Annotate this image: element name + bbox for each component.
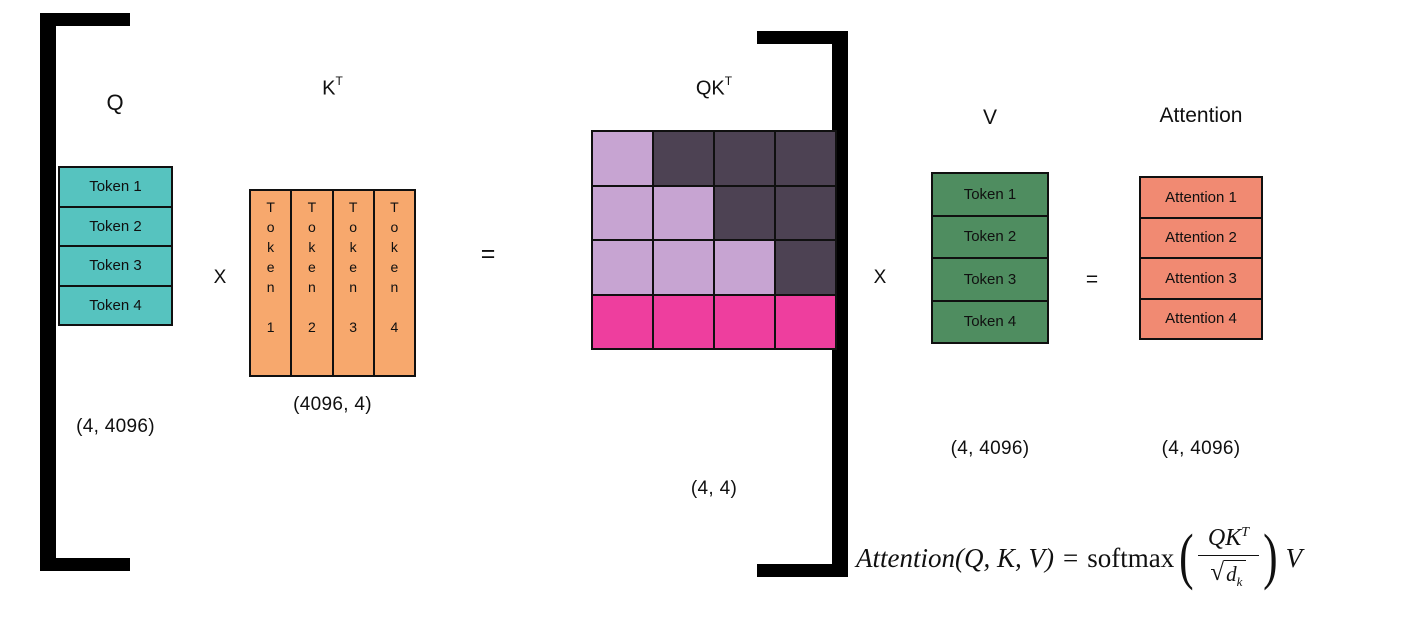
kt-column-4: Token 4 xyxy=(372,191,414,375)
equals-operator-2: = xyxy=(1085,268,1099,291)
qkt-cell-unmasked xyxy=(593,132,652,185)
formula-denominator-sub: k xyxy=(1236,573,1243,589)
q-matrix-label: Q xyxy=(106,90,124,115)
qkt-cell-current xyxy=(654,295,713,348)
qkt-cell-masked xyxy=(715,186,774,239)
qkt-cell-current xyxy=(593,295,652,348)
q-shape-label: (4, 4096) xyxy=(76,416,155,437)
kt-column-1: Token 1 xyxy=(251,191,290,375)
qkt-cell-unmasked xyxy=(715,241,774,294)
kt-column-3: Token 3 xyxy=(331,191,373,375)
attention-row-2: Attention 2 xyxy=(1141,216,1261,258)
formula-numerator-sup: T xyxy=(1241,525,1249,541)
qkt-cell-current xyxy=(776,295,835,348)
radical-sign: √ xyxy=(1210,558,1225,586)
v-row-3: Token 3 xyxy=(933,257,1047,300)
formula-lhs: Attention(Q, K, V) xyxy=(856,542,1054,573)
kt-column-1-label: Token 1 xyxy=(262,199,279,339)
attention-matrix: Attention 1 Attention 2 Attention 3 Atte… xyxy=(1139,176,1263,340)
v-matrix-label: V xyxy=(982,106,997,129)
v-row-2: Token 2 xyxy=(933,214,1047,258)
formula-radicand: dk xyxy=(1224,559,1247,590)
v-row-4: Token 4 xyxy=(933,299,1047,343)
qkt-cell-masked xyxy=(776,241,835,294)
multiply-operator-2: X xyxy=(873,267,887,288)
formula-open-paren: ( xyxy=(1179,523,1194,592)
formula-softmax: softmax xyxy=(1087,542,1175,573)
left-bracket xyxy=(40,13,130,571)
kt-column-4-label: Token 4 xyxy=(386,199,403,339)
attention-row-3: Attention 3 xyxy=(1141,257,1261,298)
attention-matrix-label: Attention xyxy=(1159,104,1243,127)
qkt-cell-masked xyxy=(776,132,835,185)
kt-label-sup: T xyxy=(335,74,343,88)
formula-equals: = xyxy=(1062,542,1079,573)
q-row-3: Token 3 xyxy=(60,245,171,285)
attention-row-1: Attention 1 xyxy=(1165,188,1237,206)
kt-label-base: K xyxy=(322,77,336,100)
attention-shape-label: (4, 4096) xyxy=(1161,438,1241,459)
attention-formula: Attention(Q, K, V) = softmax ( QKT √dk )… xyxy=(856,506,1302,610)
equals-operator-1: = xyxy=(480,240,496,268)
formula-close-paren: ) xyxy=(1263,523,1278,592)
q-row-2: Token 2 xyxy=(60,205,171,246)
formula-denominator: √dk xyxy=(1210,556,1247,590)
formula-denominator-base: d xyxy=(1226,561,1237,586)
formula-rhs: V xyxy=(1285,542,1303,573)
kt-column-3-label: Token 3 xyxy=(345,199,362,339)
v-shape-label: (4, 4096) xyxy=(950,438,1030,459)
kt-column-2-label: Token 2 xyxy=(303,199,320,339)
formula-numerator-base: QK xyxy=(1207,525,1242,552)
qkt-cell-masked xyxy=(654,132,713,185)
kt-column-2: Token 2 xyxy=(290,191,331,375)
qkt-shape-label: (4, 4) xyxy=(690,478,738,499)
formula-fraction: QKT √dk xyxy=(1197,525,1259,590)
v-row-1: Token 1 xyxy=(963,185,1017,203)
kt-matrix: Token 1 Token 2 Token 3 Token 4 xyxy=(249,189,416,377)
attention-row-4: Attention 4 xyxy=(1141,297,1261,339)
multiply-operator-1: X xyxy=(213,267,227,288)
qkt-label-sup: T xyxy=(724,74,733,88)
q-row-4: Token 4 xyxy=(60,284,171,325)
qkt-matrix-label: QKT xyxy=(591,74,837,101)
q-matrix: Token 1 Token 2 Token 3 Token 4 xyxy=(58,166,173,326)
qkt-cell-masked xyxy=(715,132,774,185)
kt-matrix-label: KT xyxy=(249,74,416,101)
qkt-label-base: QK xyxy=(695,77,725,100)
qkt-grid xyxy=(591,130,837,350)
qkt-cell-unmasked xyxy=(593,241,652,294)
qkt-cell-unmasked xyxy=(593,186,652,239)
qkt-cell-unmasked xyxy=(654,241,713,294)
qkt-cell-masked xyxy=(776,186,835,239)
q-row-1: Token 1 xyxy=(89,178,142,196)
kt-shape-label: (4096, 4) xyxy=(293,394,372,415)
qkt-cell-current xyxy=(715,295,774,348)
formula-numerator: QKT xyxy=(1197,525,1259,556)
v-matrix: Token 1 Token 2 Token 3 Token 4 xyxy=(931,172,1049,344)
qkt-cell-unmasked xyxy=(654,186,713,239)
